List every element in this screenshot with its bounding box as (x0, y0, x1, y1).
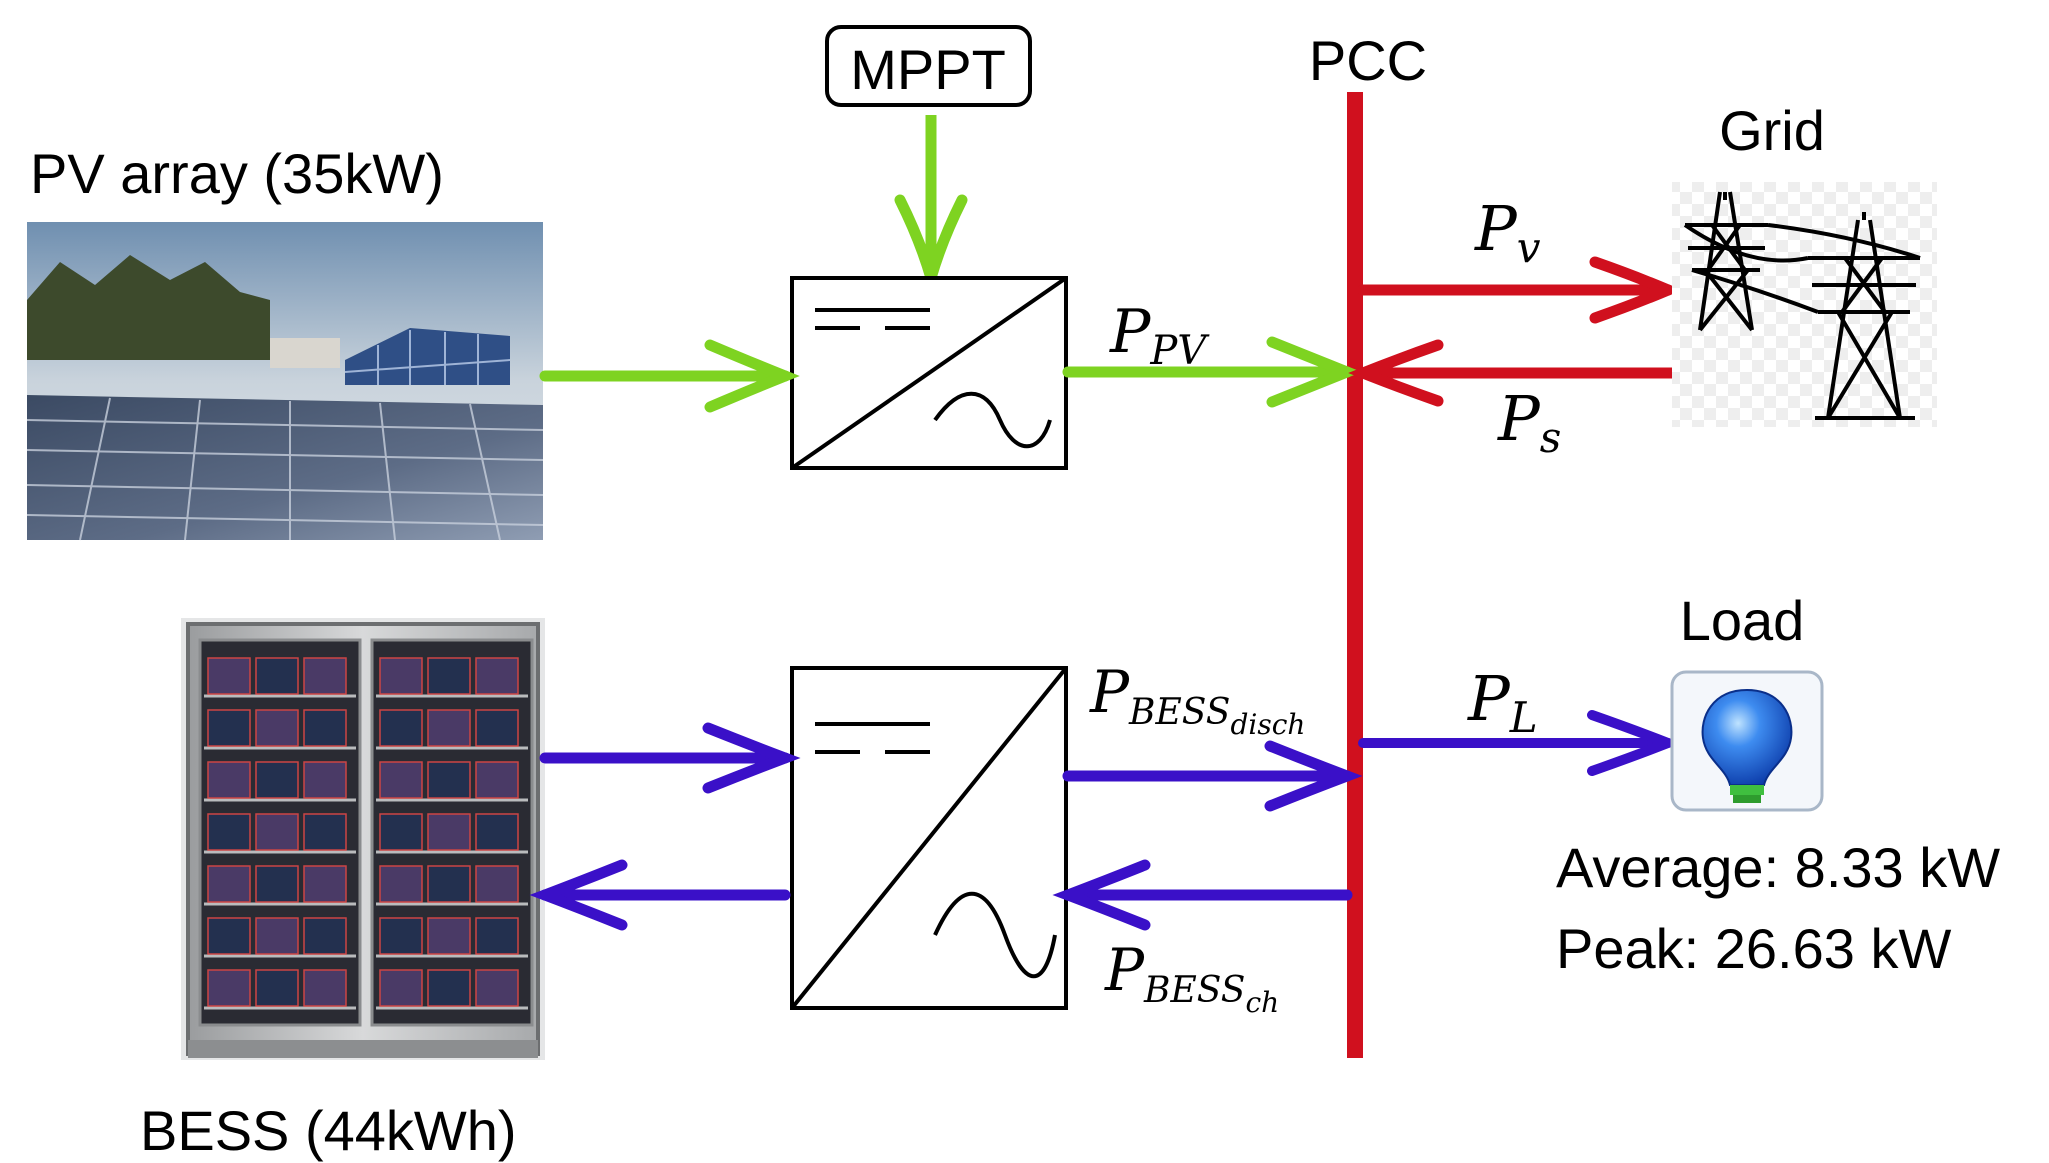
bess-battery-module (303, 709, 347, 747)
bess-battery-module (303, 813, 347, 851)
ps-flow-label-main: P (1497, 382, 1541, 455)
load-peak-text: Peak: 26.63 kW (1556, 917, 1951, 980)
pl-flow-label: PL (1467, 662, 1538, 742)
pcc-label: PCC (1309, 29, 1427, 92)
bess-battery-module (303, 917, 347, 955)
pv-flow-label-sub: v (1517, 223, 1541, 272)
bess-battery-module (379, 969, 423, 1007)
bess-battery-module (379, 657, 423, 695)
ppv-label-sub: PV (1149, 328, 1210, 374)
bess-battery-module (427, 813, 471, 851)
bess-battery-module (475, 709, 519, 747)
pbess-disch-label: PBESSdisch (1089, 658, 1305, 741)
pv-to-converter-arrow (539, 339, 800, 413)
ps-flow-label-sub: s (1540, 413, 1562, 462)
bess-to-converter-arrow (539, 722, 801, 794)
ps-buy-arrow (1348, 339, 1678, 407)
bess-battery-module (475, 813, 519, 851)
bess-battery-module (303, 761, 347, 799)
load-label: Load (1680, 589, 1805, 652)
grid-label: Grid (1719, 99, 1825, 162)
bess-converter-icon (790, 666, 1068, 1010)
light-bulb-icon (1670, 670, 1824, 812)
bess-battery-module (427, 761, 471, 799)
bess-battery-module (207, 917, 251, 955)
ppv-label: PPV (1109, 297, 1210, 374)
bess-battery-module (427, 969, 471, 1007)
bess-battery-module (475, 865, 519, 903)
bess-battery-module (379, 865, 423, 903)
bess-battery-module (475, 969, 519, 1007)
mppt-label: MPPT (850, 38, 1006, 101)
bess-battery-module (379, 761, 423, 799)
ppv-label-main: P (1109, 297, 1152, 367)
load-average-text: Average: 8.33 kW (1556, 836, 2000, 899)
pv-sell-arrow (1357, 256, 1683, 324)
bess-battery-module (207, 969, 251, 1007)
converter-to-bess-arrow (529, 859, 791, 931)
bess-battery-module (379, 813, 423, 851)
bess-battery-module (475, 917, 519, 955)
bess-battery-module (427, 657, 471, 695)
bess-battery-module (255, 917, 299, 955)
bess-battery-module (207, 761, 251, 799)
bess-battery-module (475, 761, 519, 799)
bess-photo (181, 618, 545, 1060)
pl-flow-label-main: P (1467, 662, 1511, 735)
pbess-ch-label-subsub: ch (1245, 986, 1279, 1019)
pv-array-label: PV array (35kW) (30, 142, 444, 205)
bess-battery-module (207, 657, 251, 695)
pbess-disch-label-main: P (1089, 658, 1130, 726)
pbess-disch-label-subsub: disch (1230, 708, 1305, 741)
pl-arrow (1358, 710, 1682, 776)
bess-battery-module (379, 709, 423, 747)
bess-battery-module (255, 969, 299, 1007)
bess-battery-module (427, 865, 471, 903)
transmission-tower-icon (1672, 182, 1937, 427)
bess-label: BESS (44kWh) (140, 1099, 517, 1162)
pbess-ch-label-sub: BESS (1143, 970, 1245, 1011)
bess-battery-module (207, 709, 251, 747)
ppv-arrow (1062, 336, 1362, 408)
bess-battery-module (255, 761, 299, 799)
bess-battery-module (427, 709, 471, 747)
pbess-disch-label-sub: BESS (1128, 692, 1230, 733)
pbess-ch-label-main: P (1104, 936, 1145, 1004)
bess-battery-module (303, 657, 347, 695)
bess-battery-module (255, 813, 299, 851)
bess-battery-module (255, 709, 299, 747)
bess-battery-module (207, 865, 251, 903)
pl-flow-label-sub: L (1509, 693, 1538, 742)
pbess-ch-label: PBESSch (1104, 936, 1279, 1019)
pv-flow-label: Pv (1474, 192, 1541, 272)
bess-battery-module (207, 813, 251, 851)
bess-battery-module (475, 657, 519, 695)
pbess-ch-arrow (1052, 859, 1353, 931)
pbess-disch-arrow (1062, 740, 1363, 812)
mppt-box (825, 25, 1032, 107)
bess-battery-module (303, 865, 347, 903)
bess-battery-module (255, 865, 299, 903)
bess-battery-module (427, 917, 471, 955)
bess-battery-module (303, 969, 347, 1007)
pv-converter-icon (790, 276, 1068, 470)
ps-flow-label: Ps (1497, 382, 1561, 462)
pv-array-photo (26, 222, 544, 541)
bess-battery-module (255, 657, 299, 695)
bess-battery-module (379, 917, 423, 955)
pv-flow-label-main: P (1474, 192, 1518, 265)
